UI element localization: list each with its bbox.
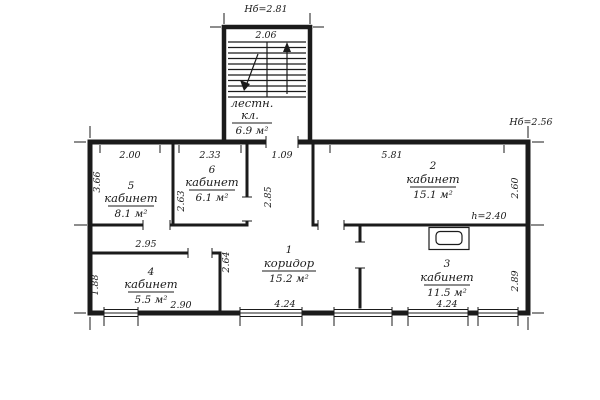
room6-label: 6 кабинет 6.1 м² — [185, 164, 239, 204]
room2-area: 15.1 м² — [413, 189, 453, 201]
room5-number: 5 — [128, 180, 135, 192]
dim-room4-right: 2.64 — [221, 251, 232, 273]
dim-room4-top: 2.95 — [134, 239, 156, 250]
dim-room6-depth: 2.63 — [176, 190, 187, 212]
dim-left-room4: 1.88 — [90, 274, 101, 295]
dim-left-room5: 3.66 — [92, 171, 103, 192]
stair-name-line1: лестн. — [231, 96, 274, 110]
dimension-labels: 2.00 2.33 1.09 5.81 3.66 2.63 2.85 2.60 … — [90, 150, 521, 311]
dim-top-room2: 5.81 — [381, 150, 402, 161]
dim-ceiling-height: h=2.40 — [471, 211, 506, 222]
dim-corridor-bottom: 4.24 — [273, 299, 295, 310]
stair-direction-arrows — [240, 42, 291, 94]
room1-area: 15.2 м² — [269, 273, 309, 285]
dim-top-room5: 2.00 — [118, 150, 140, 161]
room6-name: кабинет — [185, 175, 239, 189]
room3-name: кабинет — [420, 270, 474, 284]
door-jambs — [142, 136, 365, 269]
room1-name: коридор — [264, 256, 315, 270]
room5-name: кабинет — [104, 191, 158, 205]
room6-area: 6.1 м² — [196, 192, 229, 204]
room5-area: 8.1 м² — [115, 208, 148, 220]
stair-name-line2: кл. — [241, 108, 259, 122]
room2-label: 2 кабинет 15.1 м² — [406, 160, 460, 201]
dim-room2-depth: 2.60 — [510, 177, 521, 199]
sink-fixture — [428, 226, 470, 251]
stair-treads — [228, 41, 306, 98]
room4-name: кабинет — [124, 277, 178, 291]
room3-label: 3 кабинет 11.5 м² — [420, 258, 474, 299]
stair-width-dim: 2.06 — [254, 30, 276, 41]
dim-vestibule-depth: 2.85 — [263, 186, 274, 208]
dim-entry-door: 1.09 — [271, 150, 292, 161]
room6-number: 6 — [209, 164, 216, 176]
dim-room3-bottom: 4.24 — [435, 299, 457, 310]
room3-number: 3 — [444, 258, 451, 270]
room5-label: 5 кабинет 8.1 м² — [104, 180, 158, 220]
room2-name: кабинет — [406, 172, 460, 186]
exterior-walls — [87, 139, 531, 316]
interior-walls — [87, 142, 529, 316]
stairwell-walls — [221, 24, 313, 140]
room4-label: 4 кабинет 5.5 м² — [124, 266, 178, 306]
room1-label: 1 коридор 15.2 м² — [262, 244, 316, 285]
right-height-label: Hб=2.56 — [508, 117, 552, 128]
room4-area: 5.5 м² — [135, 294, 168, 306]
room1-number: 1 — [286, 244, 293, 256]
windows — [103, 307, 519, 326]
dim-room3-right: 2.89 — [510, 270, 521, 292]
room2-number: 2 — [429, 160, 437, 172]
extension-ticks — [74, 13, 544, 330]
stair-height-label: Hб=2.81 — [243, 4, 287, 15]
dim-top-room6: 2.33 — [198, 150, 220, 161]
dim-room4-bottom: 2.90 — [169, 300, 191, 311]
room3-area: 11.5 м² — [427, 287, 467, 299]
stair-area: 6.9 м² — [236, 125, 269, 137]
room4-number: 4 — [147, 266, 155, 278]
